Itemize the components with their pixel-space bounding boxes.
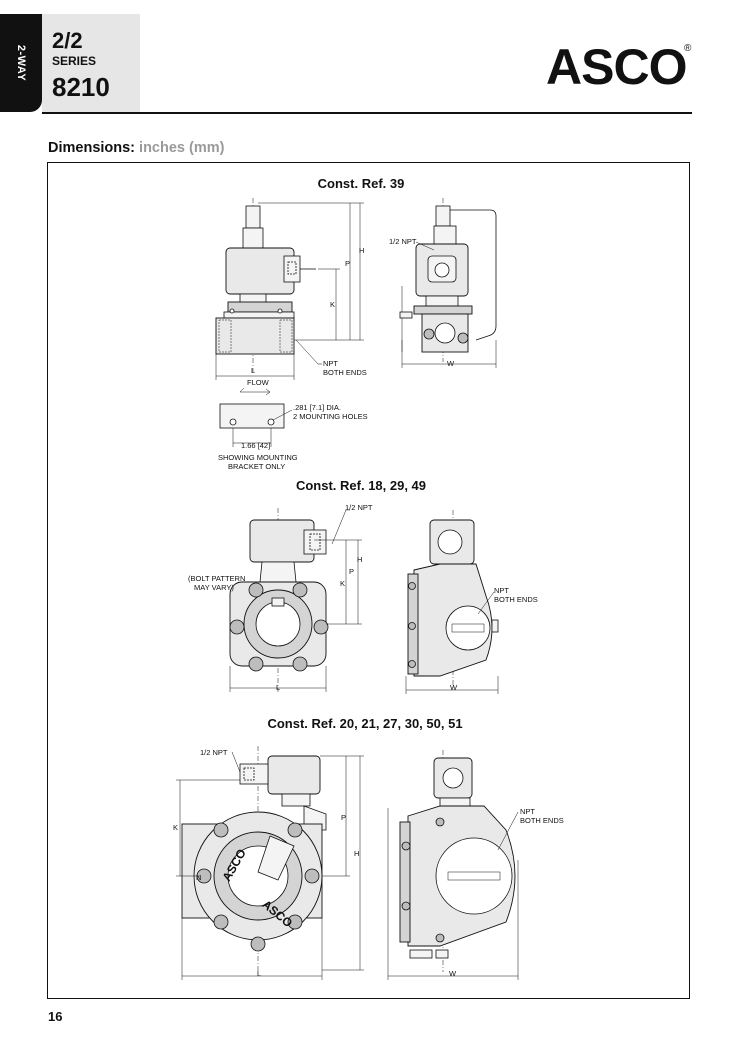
logo-registered-mark: ® — [684, 43, 692, 54]
ref18-l-label: L — [276, 683, 280, 692]
ref39-w-label: W — [447, 359, 455, 368]
ref20-npt-ends-2: BOTH ENDS — [520, 816, 564, 825]
ref20-front-view — [176, 746, 364, 980]
series-box: 2/2 SERIES 8210 — [42, 14, 140, 112]
ref18-w-label: W — [450, 683, 458, 692]
dimensions-heading: Dimensions: inches (mm) — [48, 140, 224, 156]
ref20-npt-top-label: 1/2 NPT — [200, 748, 228, 757]
section-title-ref-18-29-49: Const. Ref. 18, 29, 49 — [295, 478, 427, 493]
ref39-npt-ends-2: BOTH ENDS — [323, 368, 367, 377]
ref18-h-label: H — [357, 555, 362, 564]
ref39-holes-1: .281 [7.1] DIA. — [293, 403, 341, 412]
ref20-w-label: W — [449, 969, 457, 978]
ref39-mounting-bracket — [219, 403, 293, 447]
logo-text: ASCO — [546, 39, 686, 90]
ref20-k-label: K — [173, 823, 178, 832]
drawing-frame — [47, 162, 690, 999]
ref18-bolt-pattern-1: (BOLT PATTERN — [188, 574, 245, 583]
ref20-n-label: N — [196, 873, 201, 882]
ref39-k-label: K — [330, 300, 335, 309]
ref39-npt-top-label: 1/2 NPT — [389, 237, 417, 246]
ref39-bracket-1: SHOWING MOUNTING — [218, 453, 298, 462]
ref18-front-view — [229, 508, 362, 692]
ref39-p-label: P — [345, 259, 350, 268]
ref39-npt-ends-1: NPT — [323, 359, 338, 368]
ref39-bracket-2: BRACKET ONLY — [228, 462, 285, 471]
series-label: SERIES — [52, 54, 97, 68]
section-title-ref-39: Const. Ref. 39 — [317, 176, 405, 191]
ref39-front-view — [215, 198, 364, 380]
ref18-side-view — [405, 510, 499, 694]
ref39-spacing: 1.66 [42] — [241, 441, 270, 450]
ref20-npt-ends-1: NPT — [520, 807, 535, 816]
ref18-bolt-pattern-2: MAY VARY) — [194, 583, 234, 592]
series-ratio: 2/2 — [52, 28, 83, 53]
ref39-side-view — [399, 198, 497, 368]
ref20-p-label: P — [341, 813, 346, 822]
ref18-k-label: K — [340, 579, 345, 588]
ref18-npt-top-label: 1/2 NPT — [345, 503, 373, 512]
ref20-h-label: H — [354, 849, 359, 858]
ref18-npt-ends-1: NPT — [494, 586, 509, 595]
section-title-ref-20-21-27-30-50-51: Const. Ref. 20, 21, 27, 30, 50, 51 — [267, 716, 463, 731]
page-number: 16 — [48, 1009, 63, 1024]
header-rule — [42, 112, 692, 114]
dimensions-units: inches (mm) — [139, 140, 225, 156]
ref20-l-label: L — [257, 969, 261, 978]
side-tab: 2-WAY — [0, 14, 42, 112]
ref39-l-label: L — [251, 366, 255, 375]
ref39-flow-label: FLOW — [247, 378, 270, 387]
ref20-side-view — [387, 750, 519, 980]
ref39-h-label: H — [359, 246, 364, 255]
dimensions-label: Dimensions: — [48, 140, 136, 156]
ref39-holes-2: 2 MOUNTING HOLES — [293, 412, 368, 421]
asco-logo: ASCO ® — [546, 39, 692, 90]
series-number: 8210 — [52, 72, 110, 102]
ref18-npt-ends-2: BOTH ENDS — [494, 595, 538, 604]
ref39-flow-arrow — [239, 387, 271, 396]
ref18-p-label: P — [349, 567, 354, 576]
